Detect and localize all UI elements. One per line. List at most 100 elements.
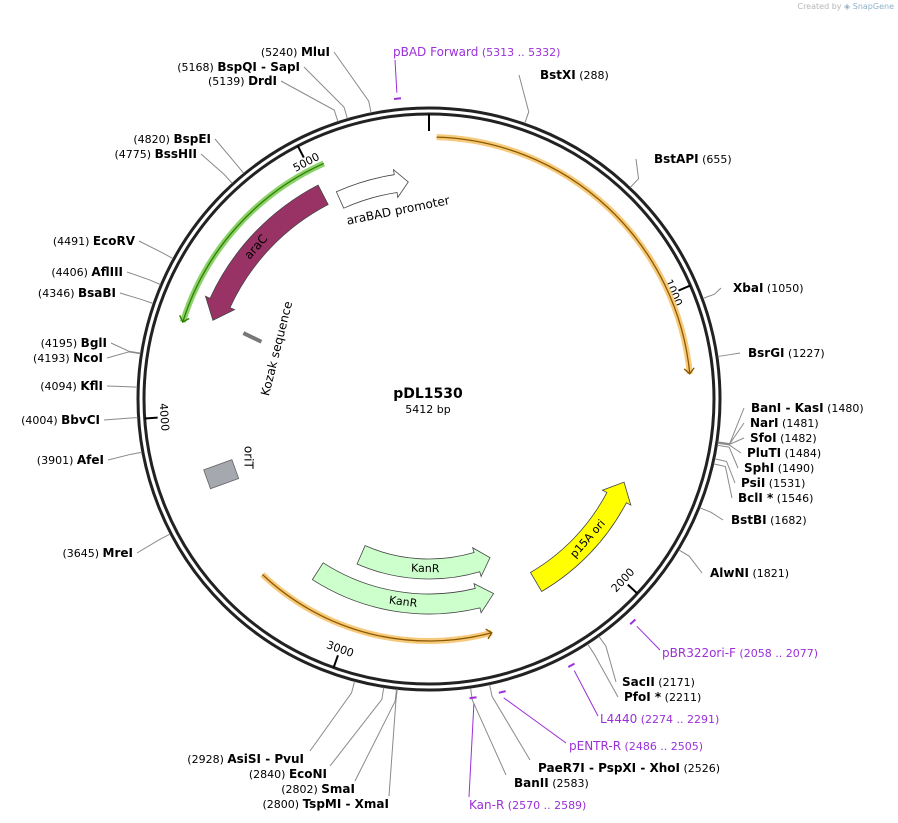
- enzyme-position: (1490): [774, 462, 814, 475]
- enzyme-label[interactable]: PsiI (1531): [741, 476, 805, 490]
- enzyme-label[interactable]: SfoI (1482): [750, 431, 817, 445]
- enzyme-separator: -: [636, 761, 649, 775]
- enzyme-separator: -: [781, 401, 794, 415]
- enzyme-name: BstXI: [540, 68, 576, 82]
- leader-line: [598, 636, 617, 683]
- enzyme-position: (5168): [177, 61, 217, 74]
- enzyme-position: (4491): [53, 235, 93, 248]
- feature-5: [203, 459, 240, 490]
- enzyme-position: (288): [576, 69, 609, 82]
- enzyme-label[interactable]: (4775) BssHII: [115, 147, 197, 161]
- primer-label[interactable]: Kan-R (2570 .. 2589): [469, 798, 586, 812]
- primer-name: pENTR-R: [569, 739, 621, 753]
- leader-line: [678, 549, 703, 574]
- enzyme-label[interactable]: (2840) EcoNI: [249, 767, 327, 781]
- svg-text:(5240) MluI: (5240) MluI: [261, 45, 330, 59]
- enzyme-label[interactable]: BanII (2583): [514, 776, 589, 790]
- enzyme-label[interactable]: PluTI (1484): [747, 446, 821, 460]
- enzyme-label[interactable]: (3645) MreI: [62, 546, 133, 560]
- svg-text:PsiI (1531): PsiI (1531): [741, 476, 805, 490]
- primer-range: (2570 .. 2589): [504, 799, 586, 812]
- leader-line: [200, 153, 233, 184]
- enzyme-label[interactable]: (3901) AfeI: [37, 453, 104, 467]
- enzyme-name: BglI: [81, 336, 107, 350]
- enzyme-label[interactable]: SphI (1490): [744, 461, 814, 475]
- enzyme-label[interactable]: BclI * (1546): [738, 491, 813, 505]
- enzyme-label[interactable]: (4004) BbvCI: [21, 413, 100, 427]
- enzyme-label[interactable]: (2928) AsiSI - PvuI: [187, 752, 304, 766]
- enzyme-label[interactable]: BstBI (1682): [731, 513, 807, 527]
- enzyme-name: BsrGI: [748, 346, 785, 360]
- enzyme-label[interactable]: PfoI * (2211): [624, 690, 701, 704]
- enzyme-label[interactable]: PaeR7I - PspXI - XhoI (2526): [538, 761, 720, 775]
- enzyme-label[interactable]: (2800) TspMI - XmaI: [263, 797, 389, 811]
- enzyme-label[interactable]: (4094) KflI: [40, 379, 103, 393]
- enzyme-label[interactable]: (5240) MluI: [261, 45, 330, 59]
- feature-7: [204, 184, 329, 321]
- leader-line: [702, 287, 722, 299]
- enzyme-name: PvuI: [274, 752, 304, 766]
- feature-6: [242, 331, 263, 344]
- enzyme-label[interactable]: (4195) BglI: [41, 336, 107, 350]
- primer-range: (2274 .. 2291): [637, 713, 719, 726]
- enzyme-label[interactable]: (2802) SmaI: [281, 782, 355, 796]
- enzyme-label[interactable]: NarI (1481): [750, 416, 819, 430]
- enzyme-position: (4775): [115, 148, 155, 161]
- feature-label-5: oriT: [242, 446, 256, 470]
- feature-2: [356, 545, 491, 580]
- leader-line: [470, 687, 507, 776]
- svg-text:PluTI (1484): PluTI (1484): [747, 446, 821, 460]
- enzyme-name: SacII: [622, 675, 655, 689]
- enzyme-label[interactable]: (4820) BspEI: [133, 132, 211, 146]
- enzyme-label[interactable]: (5168) BspQI - SapI: [177, 60, 300, 74]
- primer-name: L4440: [600, 712, 637, 726]
- primer-leader: [573, 670, 599, 717]
- enzyme-position: (1480): [824, 402, 864, 415]
- leader-line: [103, 417, 138, 421]
- enzyme-separator: -: [257, 60, 270, 74]
- enzyme-label[interactable]: SacII (2171): [622, 675, 695, 689]
- enzyme-label[interactable]: (4406) AflIII: [51, 265, 123, 279]
- enzyme-label[interactable]: BsrGI (1227): [748, 346, 825, 360]
- primer-label[interactable]: pBAD Forward (5313 .. 5332): [393, 45, 560, 59]
- leader-line: [333, 51, 372, 113]
- svg-text:(4775) BssHII: (4775) BssHII: [115, 147, 197, 161]
- enzyme-label[interactable]: BstXI (288): [540, 68, 609, 82]
- svg-text:(4193) NcoI: (4193) NcoI: [33, 351, 103, 365]
- enzyme-label[interactable]: (4193) NcoI: [33, 351, 103, 365]
- enzyme-name: BbvCI: [61, 413, 100, 427]
- enzyme-name: BstAPI: [654, 152, 699, 166]
- enzyme-position: (1821): [749, 567, 789, 580]
- svg-text:(4820) BspEI: (4820) BspEI: [133, 132, 211, 146]
- tick-label: 3000: [325, 638, 356, 660]
- enzyme-name: BanI: [751, 401, 781, 415]
- feature-8-head: [179, 315, 190, 323]
- enzyme-label[interactable]: BstAPI (655): [654, 152, 732, 166]
- svg-text:BanII (2583): BanII (2583): [514, 776, 589, 790]
- primer-label[interactable]: L4440 (2274 .. 2291): [600, 712, 719, 726]
- enzyme-name: AsiSI: [227, 752, 261, 766]
- enzyme-label[interactable]: BanI - KasI (1480): [751, 401, 864, 415]
- leader-line: [329, 687, 385, 767]
- enzyme-label[interactable]: (5139) DrdI: [208, 74, 277, 88]
- primer-label[interactable]: pENTR-R (2486 .. 2505): [569, 739, 703, 753]
- primer-label[interactable]: pBR322ori-F (2058 .. 2077): [662, 646, 818, 660]
- leader-line: [717, 442, 742, 454]
- enzyme-label[interactable]: AlwNI (1821): [710, 566, 789, 580]
- leader-line: [518, 74, 530, 124]
- enzyme-position: (3645): [62, 547, 102, 560]
- leader-line: [309, 681, 356, 752]
- enzyme-label[interactable]: (4491) EcoRV: [53, 234, 136, 248]
- enzyme-name: SmaI: [321, 782, 355, 796]
- svg-text:pBAD Forward (5313 .. 5332): pBAD Forward (5313 .. 5332): [393, 45, 560, 59]
- snapgene-logo-icon: ◈: [844, 2, 851, 11]
- svg-text:(4406) AflIII: (4406) AflIII: [51, 265, 123, 279]
- leader-line: [119, 292, 154, 304]
- svg-text:SfoI (1482): SfoI (1482): [750, 431, 817, 445]
- enzyme-position: (4004): [21, 414, 61, 427]
- enzyme-label[interactable]: XbaI (1050): [733, 281, 803, 295]
- plasmid-name: pDL1530: [393, 386, 463, 402]
- primer-name: pBAD Forward: [393, 45, 478, 59]
- enzyme-label[interactable]: (4346) BsaBI: [38, 286, 116, 300]
- enzyme-position: (5240): [261, 46, 301, 59]
